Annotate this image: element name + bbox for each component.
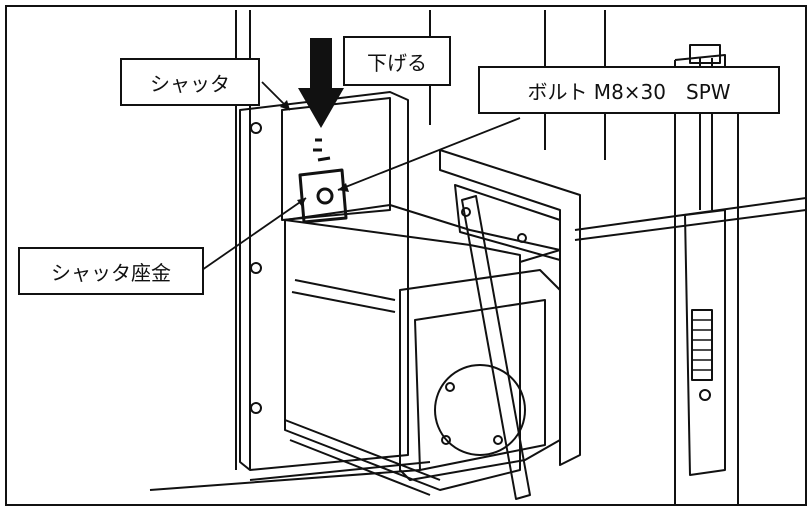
right-spring bbox=[691, 309, 713, 381]
cylinder-frame bbox=[399, 269, 561, 481]
main-box-slot bbox=[291, 279, 396, 313]
flange-hole-2 bbox=[441, 435, 451, 445]
bolt-leader-head bbox=[338, 183, 349, 192]
figure-frame bbox=[5, 5, 807, 506]
chute-frame bbox=[439, 149, 581, 466]
box-bottom-edge bbox=[284, 419, 441, 496]
left-mounting-plate bbox=[239, 91, 409, 471]
right-rail-slot bbox=[684, 209, 726, 476]
shutter-washer bbox=[298, 168, 348, 224]
lower-arrow bbox=[298, 38, 344, 128]
label-bolt: ボルト M8×30 SPW bbox=[478, 66, 780, 114]
chute-inner bbox=[454, 184, 561, 261]
spring-coils bbox=[692, 319, 712, 371]
rail-bolt bbox=[699, 389, 711, 401]
main-box-top bbox=[284, 204, 561, 263]
shutter-marks bbox=[313, 138, 331, 162]
chute-bolt-2 bbox=[517, 233, 527, 243]
bolt-head bbox=[316, 187, 334, 205]
plate-hole-1 bbox=[250, 122, 262, 134]
washer-leader-head bbox=[297, 198, 306, 207]
shutter-leader-head bbox=[280, 100, 290, 110]
bolt-leader bbox=[337, 117, 521, 191]
plate-hole-2 bbox=[250, 262, 262, 274]
right-rail-frame bbox=[674, 54, 739, 505]
label-shutter-washer: シャッタ座金 bbox=[18, 247, 204, 295]
cylinder-flange bbox=[434, 364, 526, 456]
cylinder-inner-panel bbox=[414, 299, 546, 471]
label-shutter: シャッタ bbox=[120, 58, 260, 106]
rail-top-block bbox=[689, 44, 721, 64]
plate-hole-3 bbox=[250, 402, 262, 414]
lever-rod bbox=[461, 195, 531, 500]
label-lower: 下げる bbox=[343, 36, 451, 86]
flange-hole-1 bbox=[445, 382, 455, 392]
main-box-front bbox=[284, 219, 521, 491]
washer-leader bbox=[201, 197, 307, 271]
flange-hole-3 bbox=[493, 435, 503, 445]
shutter-plate bbox=[281, 97, 391, 221]
floor-lines bbox=[149, 197, 807, 491]
chute-bolt-1 bbox=[461, 207, 471, 217]
